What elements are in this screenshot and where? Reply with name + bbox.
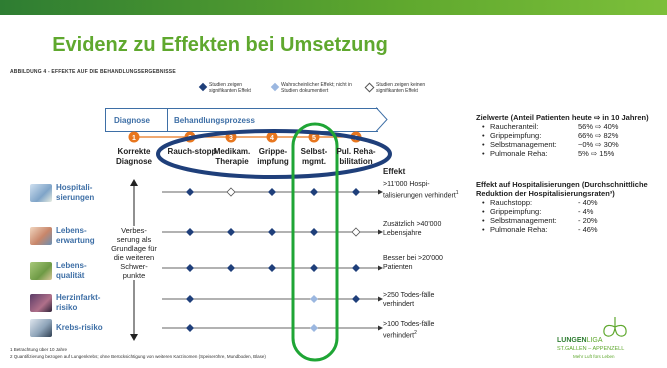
elderly-couple-image	[30, 227, 52, 245]
row-label-hospitalisierungen: Hospitali-sierungen	[30, 183, 140, 203]
patient-bed-image	[30, 184, 52, 202]
footnote-1: 1 Betrachtung über 10 Jahre	[10, 347, 68, 352]
lungs-logo-icon	[603, 317, 627, 337]
footnote-2: 2 Quantifizierung bezogen auf Lungenkreb…	[10, 354, 266, 359]
list-item: •Pulmonale Reha:5% ⇨ 15%	[482, 149, 615, 158]
filled-diamond-icon	[352, 188, 360, 196]
effect-krebsrisiko: >100 Todes-fälle verhindert2	[383, 321, 435, 340]
zielwerte-title: Zielwerte (Anteil Patienten heute ⇨ in 1…	[476, 113, 649, 122]
row-arrow-head	[378, 189, 383, 195]
filled-diamond-icon	[268, 188, 276, 196]
step-label-1: Korrekte Diagnose	[115, 147, 152, 166]
list-item: •Selbstmanagement:~0% ⇨ 30%	[482, 140, 619, 149]
filled-diamond-icon	[186, 324, 194, 332]
slide-title: Evidenz zu Effekten bei Umsetzung	[52, 34, 388, 56]
figure-caption: ABBILDUNG 4 - EFFEKTE AUF DIE BEHANDLUNG…	[10, 69, 176, 75]
effect-lebenserwartung: Zusätzlich >40'000 Lebensjahre	[383, 221, 442, 237]
filled-diamond-icon	[186, 188, 194, 196]
hospitalisierung-effekt-title: Effekt auf Hospitalisierungen (Durchschn…	[476, 180, 648, 198]
row-arrow-head	[378, 325, 383, 331]
arrow-down-icon	[130, 334, 138, 341]
phase-diagnose: Diagnose	[105, 108, 168, 132]
step-label-2: Rauch-stopp	[167, 147, 217, 156]
effect-hospitalisierungen: >11'000 Hospi-talisierungen verhindert1	[383, 181, 459, 200]
open-diamond-icon	[226, 187, 236, 197]
filled-diamond-icon	[310, 264, 318, 272]
row-label-lebenserwartung: Lebens-erwartung	[30, 226, 140, 246]
light-diamond-icon	[310, 295, 318, 303]
list-item: •Selbstmanagement:- 20%	[482, 216, 598, 225]
step-label-3: Medikam. Therapie	[213, 147, 251, 166]
row-arrow-head	[378, 296, 383, 302]
row-label-krebsrisiko: Krebs-risiko	[30, 319, 140, 337]
arrow-up-icon	[130, 179, 138, 186]
step-number-badge	[266, 131, 278, 143]
top-banner	[0, 0, 667, 15]
legend-item-not-significant: Studien zeigen keinen signifikanten Effe…	[364, 82, 446, 94]
list-item: •Rauchstopp:- 40%	[482, 198, 598, 207]
legend-item-significant: Studien zeigen signifikanten Effekt	[198, 82, 270, 94]
step-label-6: Pul. Reha-bilitation	[336, 147, 376, 166]
heart-xray-image	[30, 294, 52, 312]
outdoor-elderly-image	[30, 262, 52, 280]
step-number: 4	[270, 135, 274, 142]
step-number-badge	[128, 131, 140, 143]
zielwerte-list: •Raucheranteil:56% ⇨ 40% •Grippeimpfung:…	[476, 122, 656, 158]
filled-diamond-icon	[352, 295, 360, 303]
list-item: •Grippeimpfung:66% ⇨ 82%	[482, 131, 619, 140]
step-label-4: Grippe-impfung	[257, 147, 289, 166]
list-item: •Raucheranteil:56% ⇨ 40%	[482, 122, 619, 131]
list-item: •Pulmonale Reha:- 46%	[482, 225, 598, 234]
list-item: •Grippeimpfung:- 4%	[482, 207, 594, 216]
filled-diamond-icon	[310, 228, 318, 236]
row-arrow-head	[378, 229, 383, 235]
filled-diamond-icon	[227, 264, 235, 272]
step-number: 3	[229, 135, 233, 142]
row-label-lebensqualitaet: Lebens-qualität	[30, 261, 140, 281]
filled-diamond-icon	[227, 228, 235, 236]
filled-diamond-icon	[352, 264, 360, 272]
lungenliga-logo: LUNGENLIGA ST.GALLEN – APPENZELL Mehr Lu…	[557, 315, 657, 363]
zielwerte-panel: Zielwerte (Anteil Patienten heute ⇨ in 1…	[476, 113, 656, 158]
row-arrow-head	[378, 265, 383, 271]
hospitalisierung-effekt-list: •Rauchstopp:- 40% •Grippeimpfung:- 4% •S…	[476, 198, 656, 234]
filled-diamond-icon	[310, 188, 318, 196]
filled-diamond-icon	[268, 264, 276, 272]
filled-diamond-icon	[268, 228, 276, 236]
open-diamond-icon	[351, 227, 361, 237]
center-note: Verbes-serung als Grundlage für die weit…	[111, 226, 157, 280]
filled-diamond-icon	[186, 264, 194, 272]
step-number: 5	[312, 135, 316, 142]
hospitalisierung-effekt-panel: Effekt auf Hospitalisierungen (Durchschn…	[476, 180, 656, 234]
process-arrow-head	[376, 107, 388, 132]
effect-herzinfarktrisiko: >250 Todes-fälle verhindert	[383, 292, 435, 308]
effekt-header: Effekt	[383, 167, 406, 176]
row-label-herzinfarktrisiko: Herzinfarkt-risiko	[30, 293, 140, 313]
legend-item-probable: Wahrscheinlicher Effekt; nicht in Studie…	[270, 82, 362, 94]
logo-region: ST.GALLEN – APPENZELL	[557, 346, 625, 352]
step-label-5: Selbst-mgmt.	[300, 147, 328, 166]
lung-scan-image	[30, 319, 52, 337]
light-diamond-icon	[310, 324, 318, 332]
filled-diamond-icon	[186, 295, 194, 303]
steps-ellipse-highlight	[156, 129, 392, 179]
filled-diamond-icon	[186, 228, 194, 236]
logo-tagline: Mehr Luft fürs Leben	[573, 354, 615, 359]
effect-lebensqualitaet: Besser bei >20'000 Patienten	[383, 255, 443, 271]
step-number: 1	[132, 135, 136, 142]
selbstmanagement-highlight	[291, 122, 339, 362]
